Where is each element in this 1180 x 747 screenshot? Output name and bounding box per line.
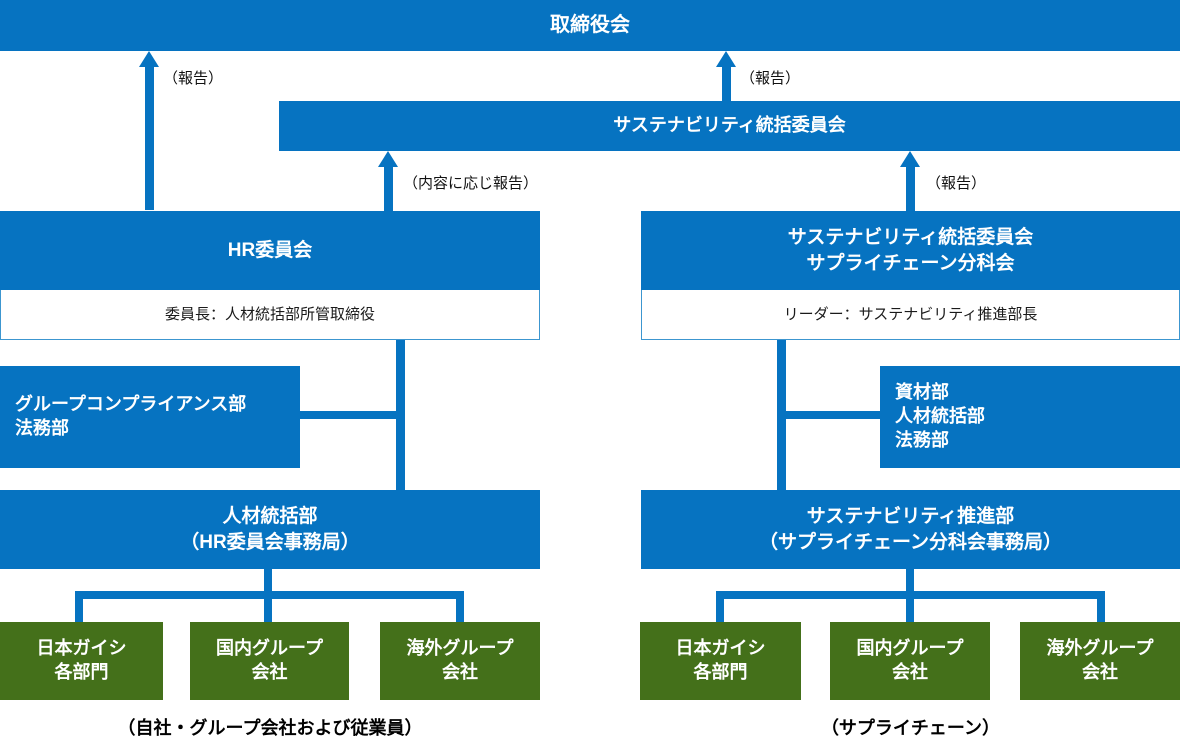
arrow-label-report-sub: （報告） xyxy=(926,175,987,192)
node-sustainability-department-label: サステナビリティ推進部 （サプライチェーン分科会事務局） xyxy=(758,506,1063,553)
node-hr-committee-chair: 委員長：人材統括部所管取締役 xyxy=(0,290,540,340)
leaf-left-ngk-divisions-label: 日本ガイシ 各部門 xyxy=(36,638,127,682)
arrow-head-hrc-to-sc xyxy=(378,151,398,167)
node-supply-chain-subcommittee: サステナビリティ統括委員会 サプライチェーン分科会 xyxy=(641,211,1180,290)
node-hr-committee-chair-label: 委員長：人材統括部所管取締役 xyxy=(164,305,375,323)
leaf-right-ngk-divisions-label: 日本ガイシ 各部門 xyxy=(675,638,766,682)
connector-subc-branch-right xyxy=(785,411,880,419)
node-right-departments-label: 資材部 人材統括部 法務部 xyxy=(895,382,985,450)
node-left-departments: グループコンプライアンス部 法務部 xyxy=(0,366,300,468)
node-board-of-directors: 取締役会 xyxy=(0,0,1180,51)
caption-right: （サプライチェーン） xyxy=(820,718,1001,738)
arrow-shaft-hrc-to-sc xyxy=(384,166,393,211)
node-right-departments: 資材部 人材統括部 法務部 xyxy=(880,366,1180,468)
arrow-shaft-sc-to-board xyxy=(722,66,731,101)
arrow-head-sc-to-board xyxy=(716,51,736,67)
connector-right-rail xyxy=(716,591,1105,599)
arrow-label-report-board-right: （報告） xyxy=(740,70,801,87)
node-hr-secretariat: 人材統括部 （HR委員会事務局） xyxy=(0,490,540,569)
arrow-head-hr-to-board xyxy=(139,51,159,67)
node-supply-chain-subcommittee-leader: リーダー：サステナビリティ推進部長 xyxy=(641,290,1180,340)
arrow-label-report-as-needed: （内容に応じ報告） xyxy=(403,175,539,192)
arrow-label-report-board-left: （報告） xyxy=(163,70,224,87)
connector-subc-vertical xyxy=(777,340,786,490)
leaf-right-domestic-group-label: 国内グループ 会社 xyxy=(856,638,964,682)
leaf-left-ngk-divisions: 日本ガイシ 各部門 xyxy=(0,622,163,700)
node-sustainability-committee-label: サステナビリティ統括委員会 xyxy=(613,115,846,136)
connector-left-stem-1 xyxy=(75,591,83,622)
node-hr-committee-label: HR委員会 xyxy=(227,239,313,261)
node-supply-chain-subcommittee-label: サステナビリティ統括委員会 サプライチェーン分科会 xyxy=(787,227,1034,274)
node-left-departments-label: グループコンプライアンス部 法務部 xyxy=(15,394,247,438)
arrow-head-subc-to-sc xyxy=(900,151,920,167)
arrow-shaft-hr-to-board xyxy=(145,66,154,210)
connector-left-stem-3 xyxy=(456,591,464,622)
node-sustainability-committee: サステナビリティ統括委員会 xyxy=(279,101,1180,151)
connector-right-stem-1 xyxy=(716,591,724,622)
leaf-left-overseas-group: 海外グループ 会社 xyxy=(380,622,540,700)
leaf-right-ngk-divisions: 日本ガイシ 各部門 xyxy=(640,622,801,700)
arrow-shaft-subc-to-sc xyxy=(906,166,915,211)
connector-hrc-branch-left xyxy=(300,411,400,419)
caption-left: （自社・グループ会社および従業員） xyxy=(117,718,423,738)
leaf-left-domestic-group-label: 国内グループ 会社 xyxy=(216,638,323,682)
node-sustainability-department: サステナビリティ推進部 （サプライチェーン分科会事務局） xyxy=(641,490,1180,569)
node-hr-committee: HR委員会 xyxy=(0,211,540,290)
leaf-right-overseas-group: 海外グループ 会社 xyxy=(1020,622,1180,700)
leaf-left-overseas-group-label: 海外グループ 会社 xyxy=(406,638,514,682)
connector-hrc-vertical xyxy=(396,340,405,490)
leaf-right-domestic-group: 国内グループ 会社 xyxy=(830,622,990,700)
node-board-of-directors-label: 取締役会 xyxy=(550,14,630,37)
node-supply-chain-subcommittee-leader-label: リーダー：サステナビリティ推進部長 xyxy=(783,305,1038,323)
leaf-left-domestic-group: 国内グループ 会社 xyxy=(190,622,349,700)
node-hr-secretariat-label: 人材統括部 （HR委員会事務局） xyxy=(180,506,360,553)
connector-left-rail xyxy=(75,591,464,599)
connector-right-stem-3 xyxy=(1097,591,1105,622)
leaf-right-overseas-group-label: 海外グループ 会社 xyxy=(1046,638,1154,682)
